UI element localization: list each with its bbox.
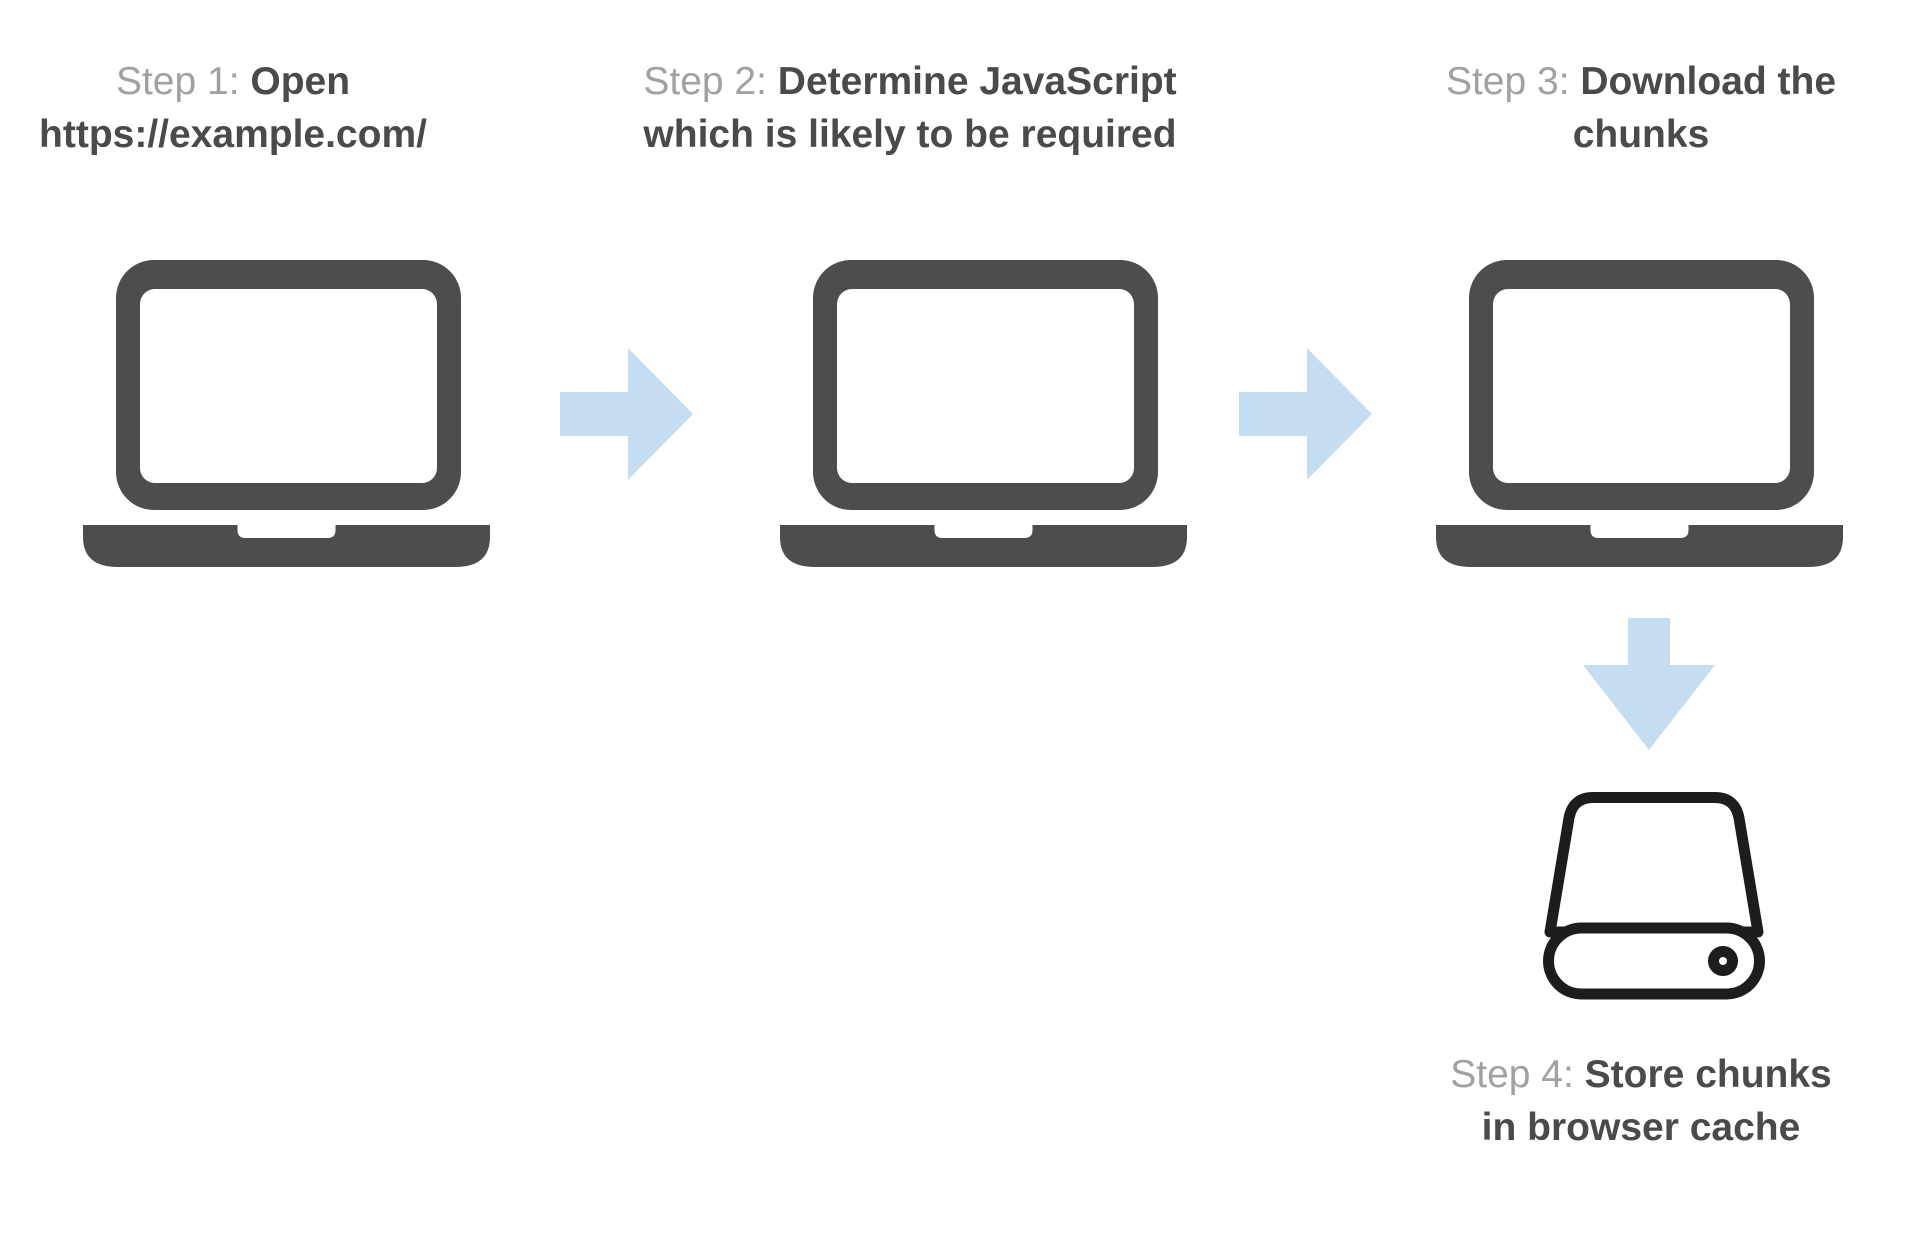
step-4-label: Step 4: [1450, 1053, 1585, 1096]
step-3-caption-line-2: chunks [1361, 108, 1916, 161]
step-3-caption-line-1: Step 3: Download the [1361, 55, 1916, 108]
step-1-caption-line-1: Step 1: Open [0, 55, 513, 108]
laptop-icon [83, 260, 490, 567]
step-2-title-line-1: Determine JavaScript [777, 60, 1177, 103]
laptop-icon [780, 260, 1187, 567]
arrow-right-icon [1239, 348, 1372, 480]
step-1-title-line-2: https://example.com/ [39, 113, 427, 156]
step-2-caption-line-2: which is likely to be required [630, 108, 1190, 161]
step-4-caption: Step 4: Store chunks in browser cache [1361, 1048, 1916, 1154]
step-1-caption-line-2: https://example.com/ [0, 108, 513, 161]
arrow-right-icon [560, 348, 693, 480]
hard-drive-icon [1543, 792, 1765, 1000]
step-4-caption-line-2: in browser cache [1361, 1101, 1916, 1154]
step-2-label: Step 2: [643, 60, 778, 103]
arrow-down-icon [1583, 618, 1715, 750]
step-2-caption-line-1: Step 2: Determine JavaScript [630, 55, 1190, 108]
step-2-caption: Step 2: Determine JavaScript which is li… [630, 55, 1190, 161]
step-2-title-line-2: which is likely to be required [643, 113, 1177, 156]
step-3-title-line-1: Download the [1580, 60, 1837, 103]
step-3-caption: Step 3: Download the chunks [1361, 55, 1916, 161]
step-3-label: Step 3: [1445, 60, 1581, 103]
step-3-title-line-2: chunks [1572, 113, 1710, 156]
laptop-icon [1436, 260, 1843, 567]
step-4-caption-line-1: Step 4: Store chunks [1361, 1048, 1916, 1101]
step-1-title-line-1: Open [250, 60, 351, 103]
step-4-title-line-2: in browser cache [1481, 1106, 1801, 1149]
step-4-title-line-1: Store chunks [1584, 1053, 1832, 1096]
step-1-caption: Step 1: Open https://example.com/ [0, 55, 513, 161]
step-1-label: Step 1: [115, 60, 251, 103]
